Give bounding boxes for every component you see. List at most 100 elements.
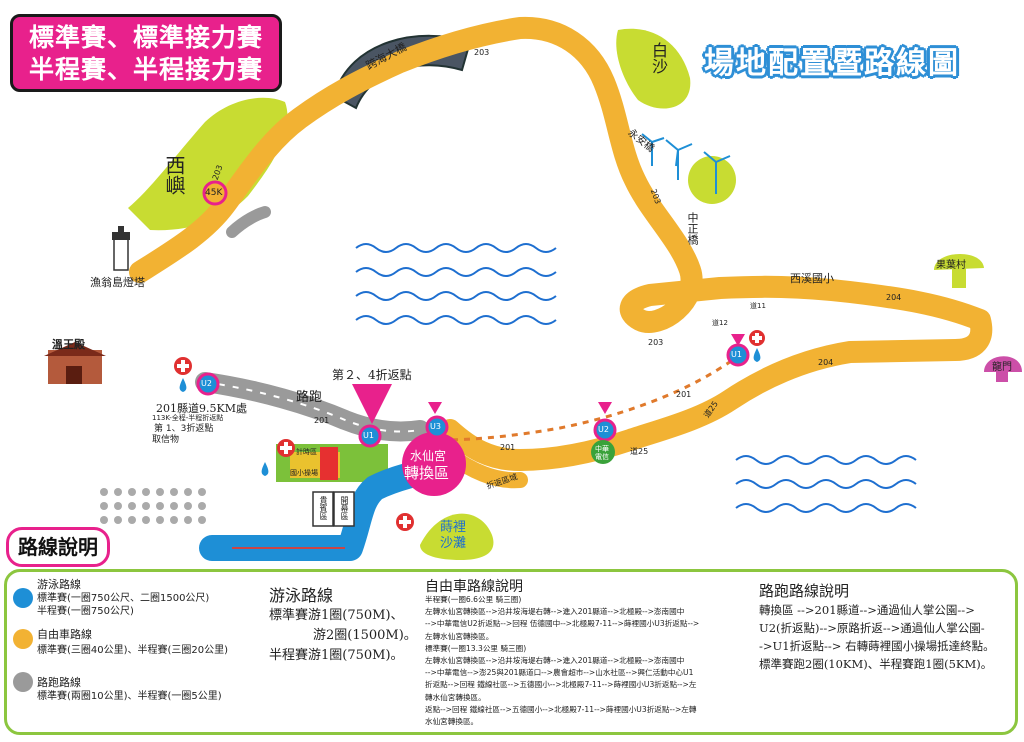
sea-waves-east bbox=[735, 455, 917, 513]
label-zhongzheng-bridge: 中正橋 bbox=[686, 212, 699, 245]
u3-marker bbox=[425, 415, 449, 439]
label-timing: 計時區 bbox=[296, 448, 317, 456]
road-201-run: 201 bbox=[314, 416, 330, 425]
swim-legend-title: 游泳路線 bbox=[37, 578, 81, 591]
page-title: 場地配置暨路線圖 bbox=[704, 46, 960, 81]
u2-bike-label: U2 bbox=[598, 425, 609, 434]
bike-route-heading: 自由車路線說明 bbox=[425, 579, 523, 595]
run-route-heading: 路跑路線說明 bbox=[759, 582, 850, 600]
swim-route-line1: 標準賽游1圈(750M)、 bbox=[269, 608, 404, 623]
race-title-line2: 半程賽、半程接力賽 bbox=[28, 55, 263, 84]
run-route-line1: 轉換區 -->201縣道-->通過仙人掌公園--> bbox=[759, 603, 975, 617]
bike-route-line: 轉水仙宮轉換區。 bbox=[425, 692, 486, 702]
road-203-south: 203 bbox=[648, 338, 664, 347]
label-county-road-note1: 113K-全程-半程折返點 bbox=[152, 414, 224, 422]
label-transition-2: 轉換區 bbox=[404, 464, 450, 482]
route-legend-panel: 游泳路線 標準賽(一圈750公尺、二圈1500公尺) 半程賽(一圈750公尺) … bbox=[4, 569, 1018, 735]
label-pickup: 取信物 bbox=[152, 435, 180, 445]
label-temple: 溫王殿 bbox=[52, 338, 85, 351]
route-legend-tab: 路線說明 bbox=[6, 527, 110, 567]
u1-marker-bike bbox=[726, 343, 750, 367]
label-lighthouse: 漁翁島燈塔 bbox=[90, 276, 145, 289]
lighthouse-icon bbox=[112, 226, 130, 271]
parking-dots bbox=[100, 488, 206, 524]
land-baisha bbox=[616, 28, 691, 109]
bike-legend-title: 自由車路線 bbox=[37, 628, 92, 641]
bike-route-line: 標準賽(一圈13.3公里 騎三圈) bbox=[425, 643, 527, 653]
label-xixi-school: 西溪國小 bbox=[790, 272, 834, 285]
opening-box bbox=[333, 491, 355, 527]
run-route-line3: ->U1折返點--> 右轉蒔裡國小操場抵達終點。 bbox=[759, 639, 995, 653]
run-legend-desc: 標準賽(兩圈10公里)、半程賽(一圈5公里) bbox=[37, 691, 222, 702]
label-shili-1: 蒔裡 bbox=[440, 520, 467, 535]
bike-route-line: 左轉水仙宮轉換區-->沿井垵海堤右轉-->進入201縣道-->北極殿-->澎南國… bbox=[425, 607, 685, 617]
turn-triangle-u1 bbox=[731, 334, 745, 346]
label-county-road-note2: 第 1、3折返點 bbox=[154, 424, 214, 434]
telecom-marker bbox=[591, 440, 615, 464]
u2-marker-bike bbox=[593, 418, 617, 442]
land-shili bbox=[420, 513, 494, 560]
temple-icon bbox=[44, 342, 106, 384]
first-aid-icon bbox=[174, 330, 765, 531]
bike-legend-desc: 標準賽(三圈40公里)、半程賽(三圈20公里) bbox=[37, 645, 229, 656]
bike-color-dot bbox=[13, 629, 33, 649]
label-xiyu: 西嶼 bbox=[162, 155, 186, 195]
road-12: 道12 bbox=[712, 319, 728, 327]
label-telecom-2: 電信 bbox=[595, 453, 609, 461]
sea-waves-north bbox=[355, 243, 557, 325]
bike-route-line: 水仙宮轉換區。 bbox=[425, 717, 479, 727]
road-gray-stub bbox=[226, 206, 271, 238]
u2-run-label: U2 bbox=[201, 379, 212, 388]
swim-route-line3: 半程賽游1圈(750M)。 bbox=[269, 648, 404, 663]
bike-route-inner bbox=[439, 353, 741, 442]
bike-route bbox=[129, 16, 993, 471]
label-longmen: 龍門 bbox=[992, 362, 1012, 373]
run-route-line2: U2(折返點)-->原路折返-->通過仙人掌公園- bbox=[759, 621, 985, 635]
guoye-mushroom-icon bbox=[934, 253, 984, 288]
run-color-dot bbox=[13, 672, 33, 692]
label-vip: 貴賓區 bbox=[319, 496, 328, 520]
u1-marker-run bbox=[358, 424, 382, 448]
road-25-south: 道25 bbox=[630, 447, 649, 456]
swim-route-heading: 游泳路線 bbox=[269, 586, 334, 605]
run-legend-title: 路跑路線 bbox=[37, 676, 81, 689]
u2-marker-run bbox=[196, 372, 220, 396]
turn-triangle-u3 bbox=[428, 402, 442, 414]
bike-route-line: 折返點-->回程 鐵線社區-->五德國小-->北極殿7-11-->蒔裡國小U3折… bbox=[425, 680, 697, 690]
race-title-box: 標準賽、標準接力賽 半程賽、半程接力賽 bbox=[10, 14, 282, 92]
swim-legend-std: 標準賽(一圈750公尺、二圈1500公尺) bbox=[37, 593, 210, 604]
label-km-marker: 45K bbox=[205, 188, 223, 198]
bike-route-line: 左轉水仙宮轉換區-->沿井垵海堤右轉-->進入201縣道-->北極殿-->澎南國… bbox=[425, 656, 685, 666]
longmen-mushroom-icon bbox=[984, 356, 1022, 382]
race-title-line1: 標準賽、標準接力賽 bbox=[28, 23, 263, 52]
label-county-road: 201縣道9.5KM處 bbox=[156, 402, 247, 415]
turn-triangle-main bbox=[352, 384, 392, 424]
swim-legend-half: 半程賽(一圈750公尺) bbox=[37, 606, 134, 617]
u3-label: U3 bbox=[430, 422, 441, 431]
run-route bbox=[195, 372, 430, 442]
bike-route-line: -->中華電信U2折返點-->回程 伍德國中-->北極殿7-11-->蒔裡國小U… bbox=[425, 619, 700, 629]
swim-route-line2: 游2圈(1500M)。 bbox=[313, 628, 417, 643]
water-drop-icon bbox=[179, 348, 761, 476]
road-203-bridge: 203 bbox=[474, 48, 490, 57]
swim-color-dot bbox=[13, 588, 33, 608]
bike-route-line: 半程賽(一圈6.6公里 騎三圈) bbox=[425, 595, 522, 604]
label-shili-2: 沙灘 bbox=[440, 536, 467, 551]
road-11: 道11 bbox=[750, 302, 766, 310]
label-transition-1: 水仙宮 bbox=[410, 449, 447, 463]
road-204-south: 204 bbox=[818, 358, 834, 367]
timing-banner bbox=[320, 447, 338, 480]
bike-route-line: 返點-->回程 鐵線社區-->五德國小-->北極殿7-11-->蒔裡國小U3折返… bbox=[425, 704, 697, 714]
label-guoye-village: 果葉村 bbox=[936, 260, 966, 271]
bike-route-line: -->中華電信-->澎25與201縣道口-->農會超市-->山水社區-->興仁活… bbox=[425, 668, 694, 678]
label-opening: 開幕區 bbox=[340, 496, 349, 520]
label-run: 路跑 bbox=[296, 390, 323, 405]
bike-route-description: 半程賽(一圈6.6公里 騎三圈) 左轉水仙宮轉換區-->沿井垵海堤右轉-->進入… bbox=[425, 594, 755, 728]
u1-bike-label: U1 bbox=[731, 350, 742, 359]
road-201-east: 201 bbox=[676, 390, 692, 399]
land-xiyu bbox=[128, 97, 288, 231]
transition-area-circle bbox=[402, 432, 466, 496]
label-baisha: 白沙 bbox=[649, 42, 668, 74]
label-school-area: 國小操場 bbox=[290, 469, 318, 477]
